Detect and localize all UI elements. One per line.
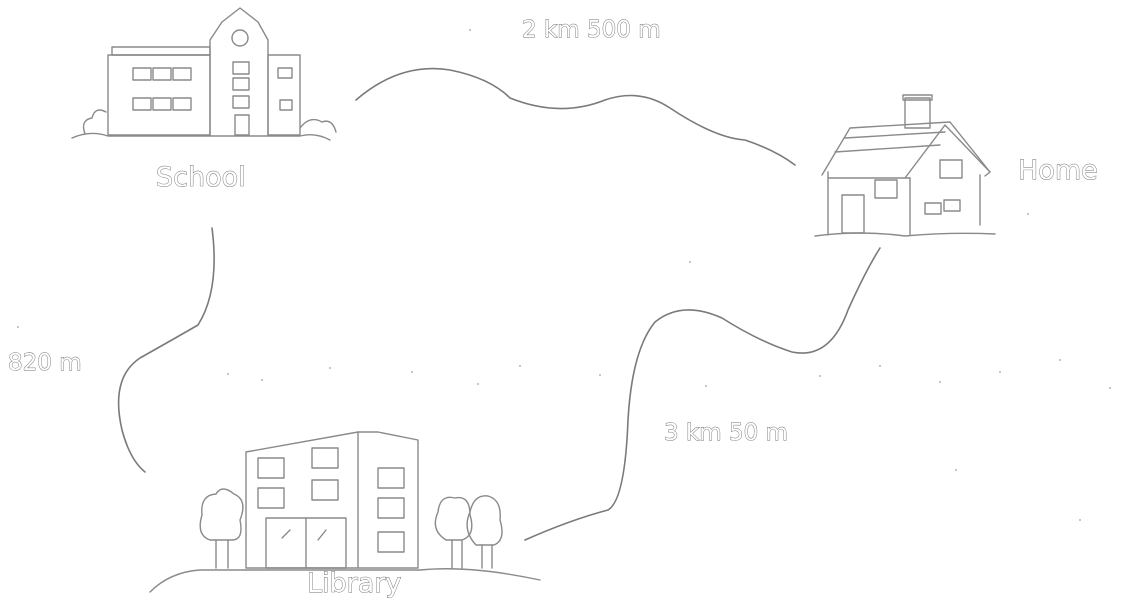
route-school-home (356, 69, 795, 165)
route-school-library (119, 228, 215, 472)
paper-specks (17, 29, 1111, 521)
distance-school-library-label: 820 m (8, 350, 82, 376)
home-building-icon (815, 95, 995, 236)
home-label: Home (1018, 155, 1098, 186)
distance-school-home-label: 2 km 500 m (522, 17, 661, 43)
route-library-home (525, 248, 880, 540)
distance-library-home-label: 3 km 50 m (664, 420, 788, 446)
school-label: School (156, 162, 246, 193)
library-label: Library (307, 568, 401, 599)
school-building-icon (72, 8, 336, 140)
